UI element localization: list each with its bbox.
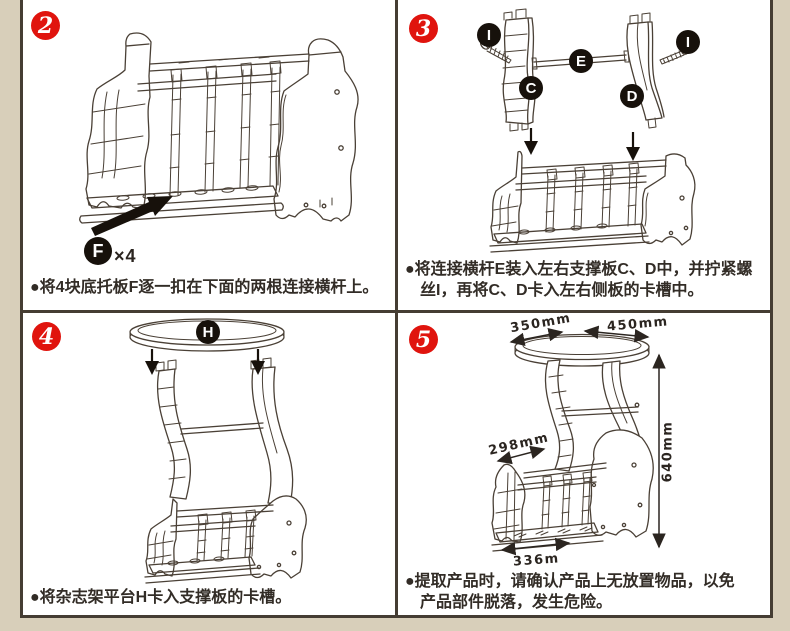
step-2-caption: ●将4块底托板F逐一扣在下面的两根连接横杆上。 xyxy=(30,279,379,296)
dimension-arrow-298 xyxy=(496,445,546,465)
caption-line-2: 产品部件脱落，发生危险。 xyxy=(420,594,613,611)
finished-product-illustration xyxy=(491,325,666,556)
dimension-label-640: 640mm xyxy=(660,420,676,483)
dimension-arrow-350 xyxy=(509,327,564,347)
rack-base-illustration xyxy=(79,32,359,236)
caption-line-1: ●将连接横杆E装入左右支撑板C、D中，并拧紧螺 xyxy=(405,261,753,278)
step-5-number-badge: 5 xyxy=(409,325,438,354)
part-label-c: C xyxy=(525,79,537,97)
step-3-number-badge: 3 xyxy=(409,14,438,43)
step-4-caption: ●将杂志架平台H卡入支撑板的卡槽。 xyxy=(30,589,292,606)
step-4-number-badge: 4 xyxy=(32,322,61,351)
part-badge-f: F xyxy=(84,237,112,265)
dimension-arrow-336 xyxy=(500,537,571,556)
part-label-d: D xyxy=(626,87,638,105)
step-3-caption: ●将连接横杆E装入左右支撑板C、D中，并拧紧螺 丝I，再将C、D卡入左右侧板的卡… xyxy=(405,259,766,301)
step-4-number: 4 xyxy=(38,323,55,350)
part-badge-d: D xyxy=(620,84,644,108)
down-arrow-icon xyxy=(251,349,265,375)
part-badge-i-left: I xyxy=(477,23,501,47)
tabletop-assembly-illustration xyxy=(129,318,307,584)
assembly-arrow-icon xyxy=(91,196,173,236)
step-2-panel: 2 xyxy=(23,0,395,310)
down-arrow-icon xyxy=(626,132,640,161)
part-badge-c: C xyxy=(519,76,543,100)
down-arrow-icon xyxy=(524,128,538,155)
step-4-panel: 4 xyxy=(23,313,395,615)
step-5-panel: 5 xyxy=(398,313,770,615)
step-3-panel: 3 xyxy=(398,0,770,310)
step-3-number: 3 xyxy=(415,15,432,42)
step-2-number-badge: 2 xyxy=(31,11,60,40)
step-5-caption: ●提取产品时，请确认产品上无放置物品，以免 产品部件脱落，发生危险。 xyxy=(405,571,766,613)
part-badge-h: H xyxy=(196,320,220,344)
dimension-arrow-450 xyxy=(583,325,650,343)
part-label-h: H xyxy=(202,323,214,341)
part-label-i: I xyxy=(486,26,492,44)
caption-line-1: ●提取产品时，请确认产品上无放置物品，以免 xyxy=(405,573,735,590)
step-5-number: 5 xyxy=(415,326,432,353)
down-arrow-icon xyxy=(145,349,159,375)
part-badge-i-right: I xyxy=(676,30,700,54)
caption-line-2: 丝I，再将C、D卡入左右侧板的卡槽中。 xyxy=(420,282,704,299)
instruction-frame: 2 xyxy=(20,0,773,618)
part-label-f: F xyxy=(92,240,104,261)
quantity-label: ×4 xyxy=(114,246,137,266)
part-label-e: E xyxy=(575,52,586,70)
step-2-number: 2 xyxy=(37,12,54,39)
part-label-i: I xyxy=(685,33,691,51)
part-badge-e: E xyxy=(569,49,593,73)
support-plates-illustration xyxy=(479,8,696,253)
